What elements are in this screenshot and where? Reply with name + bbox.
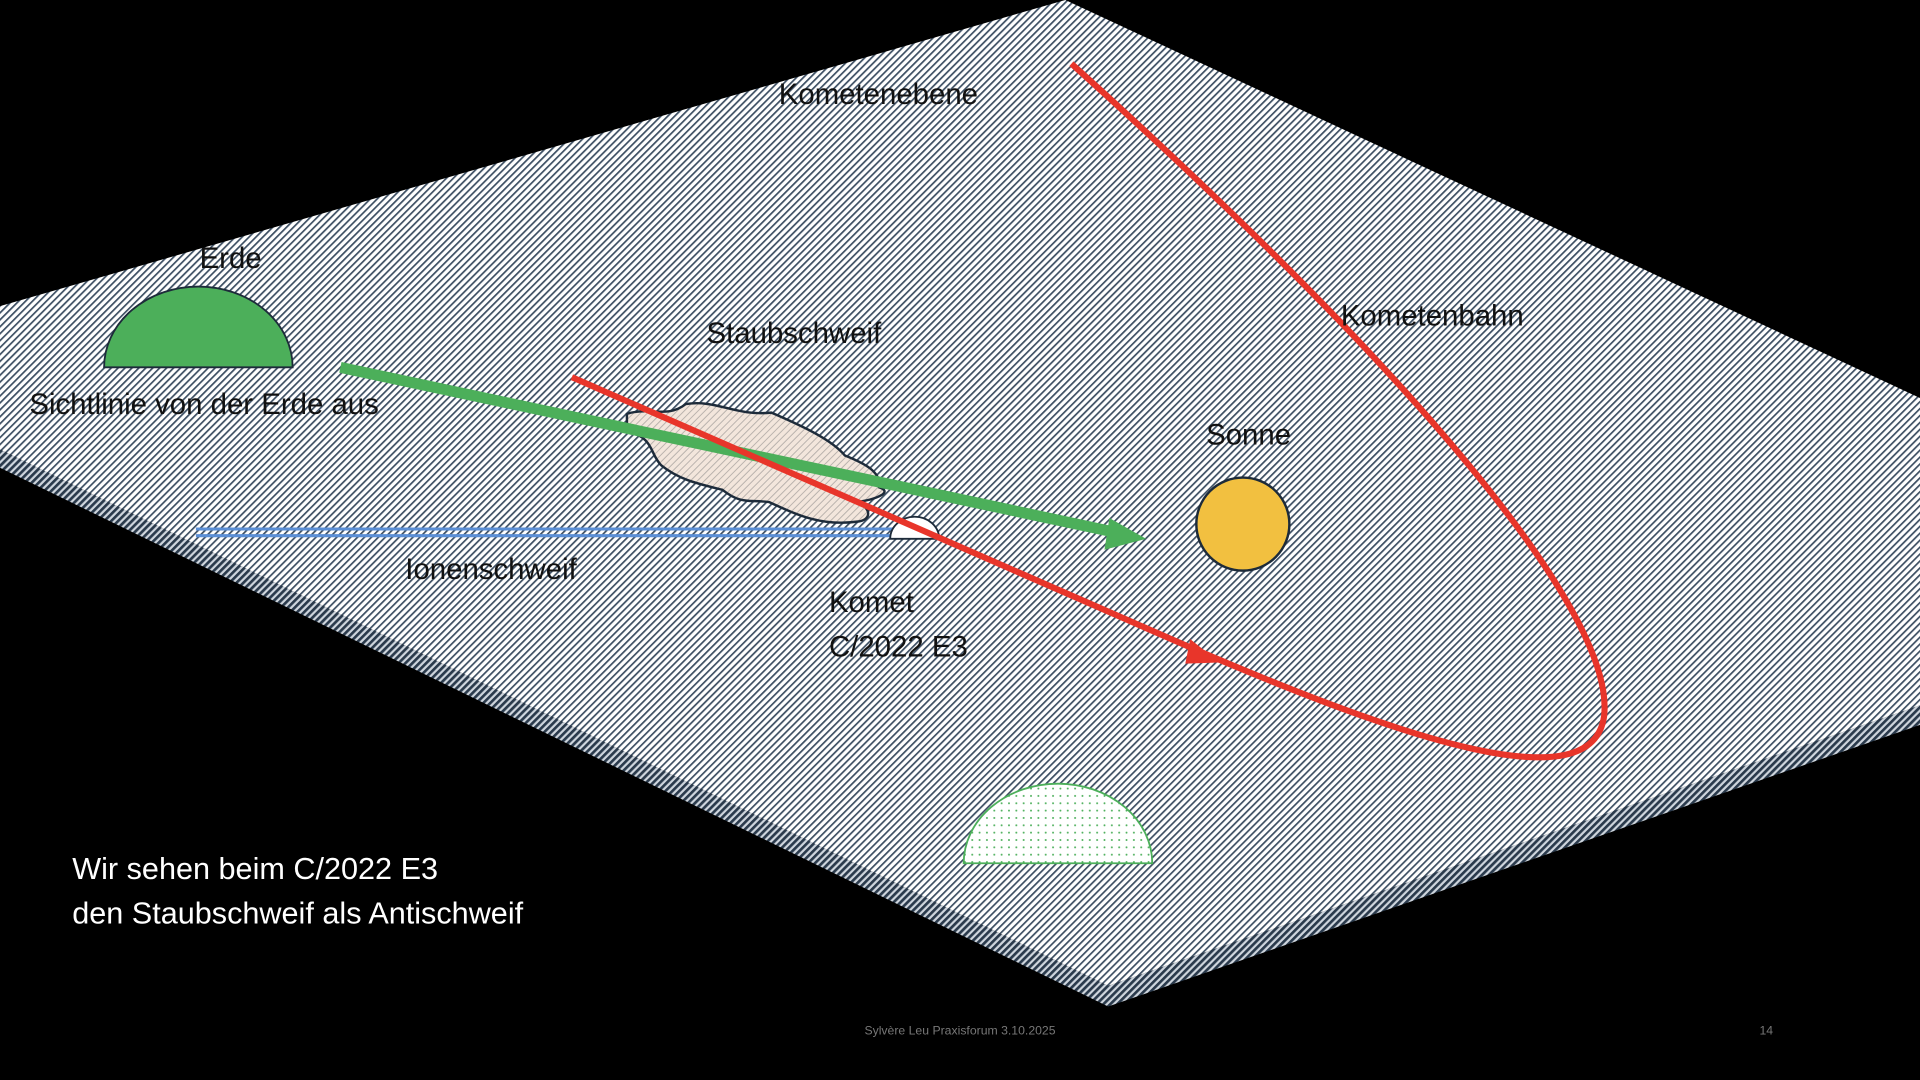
earth-shape [103,285,294,369]
ion-tail-shape [195,527,900,538]
footer-text: Sylvère Leu Praxisforum 3.10.2025 [864,1024,1055,1038]
page-number: 14 [1759,1024,1773,1038]
sightline-arrow [339,361,1147,550]
label-sun: Sonne [1206,418,1291,451]
label-ion-tail: Ionenschweif [405,553,577,586]
label-comet-name: C/2022 E3 [829,630,968,663]
label-earth: Erde [200,242,262,275]
caption-line-2: den Staubschweif als Antischweif [72,896,523,930]
label-orbit: Kometenbahn [1341,300,1524,333]
caption-line-1: Wir sehen beim C/2022 E3 [72,852,438,886]
label-line-of-sight: Sichtlinie von der Erde aus [29,388,378,421]
sun-shape [1195,476,1291,572]
label-comet-plane: Kometenebene [779,78,978,111]
earth-reflection-shape [962,782,1154,865]
label-dust-tail: Staubschweif [707,317,883,350]
orbit-path [570,61,1608,761]
label-comet: Komet [829,586,914,619]
